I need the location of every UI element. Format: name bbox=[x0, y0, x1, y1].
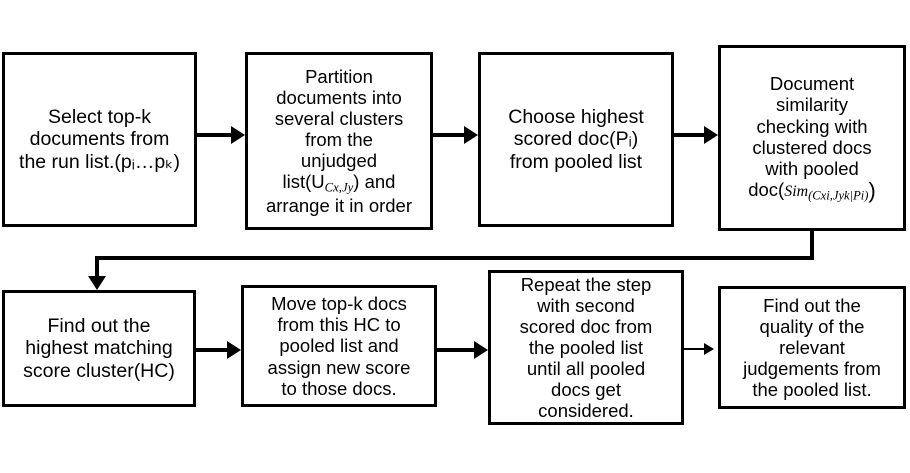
flow-node-4-formula-prefix: doc( bbox=[748, 178, 785, 200]
flow-node-5-label: Find out the highest matching score clus… bbox=[23, 315, 175, 382]
flow-node-4-formula-suffix: ) bbox=[868, 177, 876, 203]
flow-node-2-formula-sub: Cx,Jy bbox=[324, 180, 354, 195]
flow-node-4-line-3: checking with bbox=[756, 115, 868, 137]
flow-node-1-label: Select top-k documents from the run list… bbox=[19, 106, 180, 173]
flow-node-4-line-2: similarity bbox=[776, 94, 848, 116]
edge-node2-node3-arrowhead bbox=[464, 126, 478, 144]
flow-node-2-formula-head: list(U bbox=[282, 171, 325, 193]
flow-node-2-line-1: Partition bbox=[305, 65, 373, 87]
edge-node2-node3-line bbox=[433, 133, 464, 137]
edge-node5-node6-line bbox=[196, 348, 227, 352]
flow-node-8-label: Find out the quality of the relevant jud… bbox=[743, 294, 881, 401]
edge-node4-node5-segment-down-left bbox=[95, 256, 99, 278]
flow-node-4-line-1: Document bbox=[769, 73, 855, 95]
edge-node7-node8-arrowhead bbox=[704, 343, 714, 355]
flow-node-2-line-7: arrange it in order bbox=[265, 195, 413, 217]
flow-node-4-line-5: with pooled bbox=[765, 157, 859, 179]
edge-node4-node5-segment-left bbox=[95, 256, 814, 260]
flow-node-select-top-k[interactable]: Select top-k documents from the run list… bbox=[2, 52, 197, 227]
edge-node6-node7-arrowhead bbox=[474, 341, 488, 359]
flow-node-4-line-4: clustered docs bbox=[752, 136, 872, 158]
flow-node-6-label: Move top-k docs from this HC to pooled l… bbox=[267, 293, 411, 399]
edge-node1-node2-arrowhead bbox=[231, 126, 245, 144]
flow-node-2-formula-tail: ) and bbox=[353, 171, 396, 193]
flow-node-3-line-2: scored doc(Pᵢ) bbox=[513, 128, 639, 151]
edge-node3-node4-arrowhead bbox=[704, 126, 718, 144]
flow-node-4-formula-sub: (Cxi,Jyk|Pi) bbox=[808, 188, 869, 203]
edge-node6-node7-line bbox=[437, 348, 474, 352]
flow-node-3-line-1: Choose highest bbox=[508, 106, 644, 129]
edge-node4-node5-arrowhead bbox=[88, 276, 106, 290]
edge-node5-node6-arrowhead bbox=[227, 341, 241, 359]
flow-node-2-line-2: documents into bbox=[276, 86, 402, 108]
edge-node7-node8-line bbox=[684, 348, 704, 350]
flow-node-find-quality-of-judgements[interactable]: Find out the quality of the relevant jud… bbox=[718, 286, 906, 409]
flow-node-repeat-step[interactable]: Repeat the step with second scored doc f… bbox=[488, 270, 684, 425]
flow-node-2-line-4: from the bbox=[305, 128, 373, 150]
edge-node3-node4-line bbox=[674, 133, 704, 137]
edge-node4-node5-segment-down-right bbox=[810, 231, 814, 260]
flow-node-3-line-3: from pooled list bbox=[509, 150, 643, 173]
flow-node-7-label: Repeat the step with second scored doc f… bbox=[519, 273, 653, 422]
flow-node-move-top-k-docs[interactable]: Move top-k docs from this HC to pooled l… bbox=[241, 285, 437, 407]
edge-node1-node2-line bbox=[197, 133, 231, 137]
flow-node-2-line-3: several clusters bbox=[274, 107, 404, 129]
flow-node-2-line-5: unjudged bbox=[300, 150, 378, 172]
flow-node-find-highest-matching-cluster[interactable]: Find out the highest matching score clus… bbox=[2, 290, 196, 407]
flow-node-4-formula-fn: Sim bbox=[784, 182, 809, 200]
